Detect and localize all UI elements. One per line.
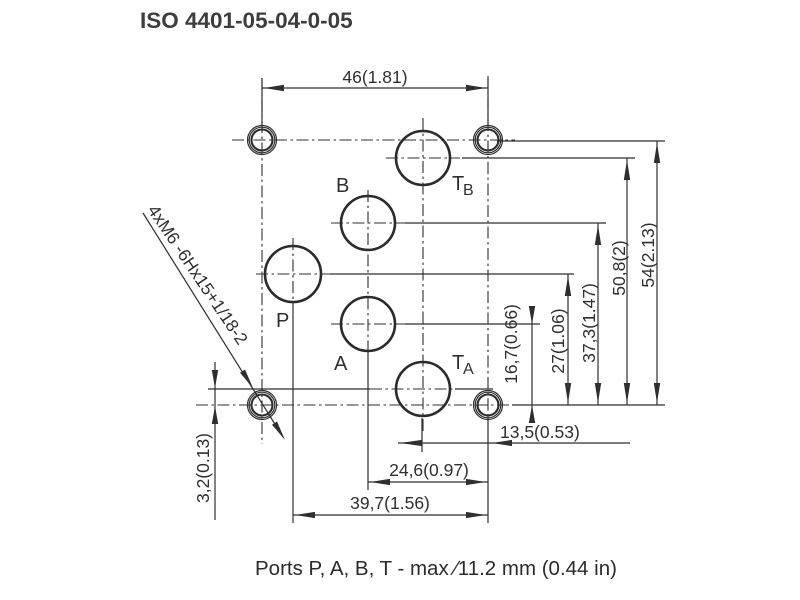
- port-label-tb: T B: [452, 173, 474, 199]
- svg-text:T: T: [452, 352, 464, 374]
- ports-caption: Ports P, A, B, T - max ∕11.2 mm (0.44 in…: [255, 557, 617, 580]
- port-circle-b: [339, 194, 397, 252]
- dim-label-24-6: 24,6(0.97): [389, 460, 469, 480]
- svg-text:T: T: [452, 173, 464, 195]
- extension-lines: [208, 78, 665, 523]
- thread-leader-line: [142, 212, 284, 438]
- dim-label-39-7: 39,7(1.56): [350, 493, 430, 513]
- thread-leader-arrow-2: [272, 421, 285, 440]
- dim-label-37-3: 37,3(1.47): [579, 283, 599, 363]
- bolt-holes: [246, 124, 504, 421]
- port-labels: B P A T B T A: [276, 173, 474, 378]
- dim-label-50-8: 50,8(2): [609, 240, 629, 295]
- dim-label-3-2: 3,2(0.13): [193, 433, 213, 503]
- dim-label-46: 46(1.81): [342, 67, 407, 87]
- bolt-hole-bottom-left: [246, 389, 278, 421]
- port-label-p: P: [276, 310, 289, 332]
- center-lines: [196, 76, 515, 444]
- port-circle-ta: [394, 360, 452, 418]
- page-title: ISO 4401-05-04-0-05: [140, 8, 353, 33]
- dimension-labels: 46(1.81) 54(2.13) 50,8(2) 37,3(1.47) 27(…: [193, 67, 658, 513]
- port-label-ta: T A: [452, 352, 474, 378]
- thread-leader-arrow-1: [240, 369, 253, 388]
- port-circle-tb: [394, 129, 452, 187]
- dim-label-27: 27(1.06): [548, 308, 568, 373]
- dim-label-13-5: 13,5(0.53): [500, 422, 580, 442]
- thread-leader: 4xM6 -6Hx15+1/18-2: [142, 201, 285, 440]
- port-label-b: B: [336, 175, 349, 197]
- bolt-hole-top-right: [472, 124, 504, 156]
- svg-text:A: A: [463, 361, 474, 378]
- port-label-a: A: [334, 353, 348, 375]
- svg-text:B: B: [463, 182, 474, 199]
- dimension-arrows: [211, 84, 661, 519]
- dim-label-16-7: 16,7(0.66): [501, 304, 521, 384]
- thread-note-label: 4xM6 -6Hx15+1/18-2: [144, 201, 252, 348]
- dim-label-54: 54(2.13): [638, 222, 658, 287]
- dimension-lines: [214, 87, 658, 520]
